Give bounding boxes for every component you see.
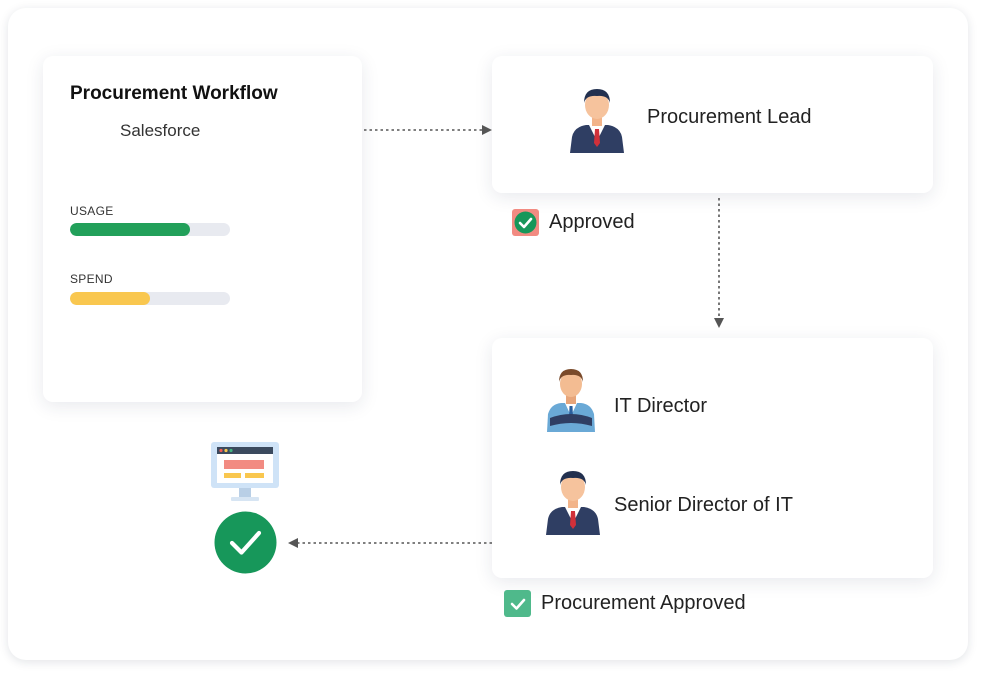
monitor-icon — [211, 442, 279, 501]
usage-label: USAGE — [70, 204, 114, 218]
it-director-label: IT Director — [614, 395, 707, 417]
businessman-avatar-icon — [570, 89, 624, 153]
arrow-lead-to-directors — [714, 198, 724, 328]
approved-check-badge — [512, 209, 539, 236]
workflow-card: Procurement Workflow Salesforce USAGE SP… — [43, 56, 362, 402]
arrow-directors-to-approval — [288, 538, 492, 548]
senior-director-avatar-icon — [546, 471, 600, 535]
procurement-approved-check-badge — [504, 590, 531, 617]
workflow-title: Procurement Workflow — [70, 83, 278, 104]
it-director-avatar-icon — [547, 369, 595, 432]
procurement-lead-card: Procurement Lead — [492, 56, 933, 193]
senior-director-label: Senior Director of IT — [614, 494, 793, 516]
approved-label: Approved — [549, 211, 635, 233]
success-check-icon — [214, 511, 277, 574]
procurement-approved-label: Procurement Approved — [541, 592, 746, 614]
checkmark-icon — [510, 598, 525, 610]
spend-bar-fill — [70, 292, 150, 305]
procurement-lead-label: Procurement Lead — [647, 106, 812, 128]
procurement-approved-status: Procurement Approved — [504, 590, 746, 617]
workflow-app-name: Salesforce — [120, 121, 201, 140]
arrow-workflow-to-lead — [364, 125, 492, 135]
spend-label: SPEND — [70, 272, 113, 286]
usage-bar-fill — [70, 223, 190, 236]
directors-card: IT Director Senior Director of IT — [492, 338, 933, 578]
spend-bar — [70, 292, 230, 305]
check-circle-icon — [514, 211, 537, 234]
usage-bar — [70, 223, 230, 236]
approved-status: Approved — [512, 209, 635, 236]
